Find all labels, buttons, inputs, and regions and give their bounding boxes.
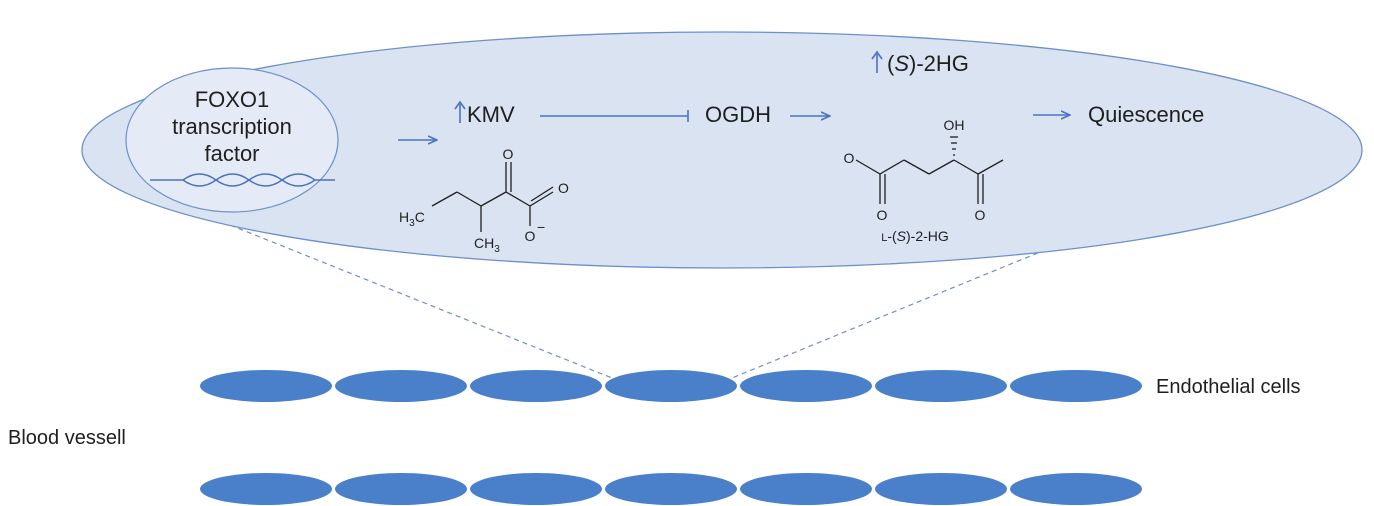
endothelial-cell [335,473,467,505]
s2hg-structure: OH O O O L-(S)-2-HG [844,117,1004,244]
stereo-hash-bond-icon [950,136,958,156]
endothelial-cell [200,370,332,402]
endothelial-cells-bottom-row [200,473,1142,505]
s2hg-up-arrow-icon [871,50,883,73]
kmv-o-right: O [558,180,569,196]
kmv-charge: − [537,219,545,235]
foxo1-label: FOXO1 [195,87,270,112]
endothelial-cells-label: Endothelial cells [1156,376,1301,398]
kmv-label: KMV [467,102,515,127]
zoomed-cell-ellipse [81,31,1363,269]
s2hg-o-bottom-right: O [975,207,986,223]
endothelial-cell-zoomed [605,370,737,402]
s2hg-o-left: O [844,150,855,166]
kmv-ch3: CH3 [474,235,500,255]
endothelial-cell [875,473,1007,505]
s2hg-caption: L-(S)-2-HG [881,228,949,244]
s2hg-label: (S)-2HG [887,51,969,76]
s2hg-o-bottom-left: O [877,207,888,223]
endothelial-cell [1010,473,1142,505]
endothelial-cell [470,370,602,402]
endothelial-cell [605,473,737,505]
factor-label: factor [204,141,259,166]
ogdh-label: OGDH [705,102,771,127]
transcription-label: transcription [172,114,292,139]
blood-vessel-label: Blood vessell [8,427,126,449]
endothelial-cell [200,473,332,505]
zoom-line-left [204,214,613,379]
nucleus-ellipse [125,67,339,213]
endothelial-cell [740,370,872,402]
endothelial-cell [470,473,602,505]
kmv-up-arrow-icon [454,100,466,123]
endothelial-cell [875,370,1007,402]
s2hg-oh: OH [944,117,965,133]
dna-helix-icon [150,173,335,187]
kmv-structure: O O O − H3C CH3 [399,146,569,255]
endothelial-cell [740,473,872,505]
endothelial-cell [335,370,467,402]
endothelial-cell [1010,370,1142,402]
kmv-o-top: O [503,146,514,162]
kmv-o-bottom: O [525,228,536,244]
kmv-h3c: H3C [399,209,425,229]
endothelial-cells-top-row [200,370,1142,402]
quiescence-label: Quiescence [1088,102,1204,127]
